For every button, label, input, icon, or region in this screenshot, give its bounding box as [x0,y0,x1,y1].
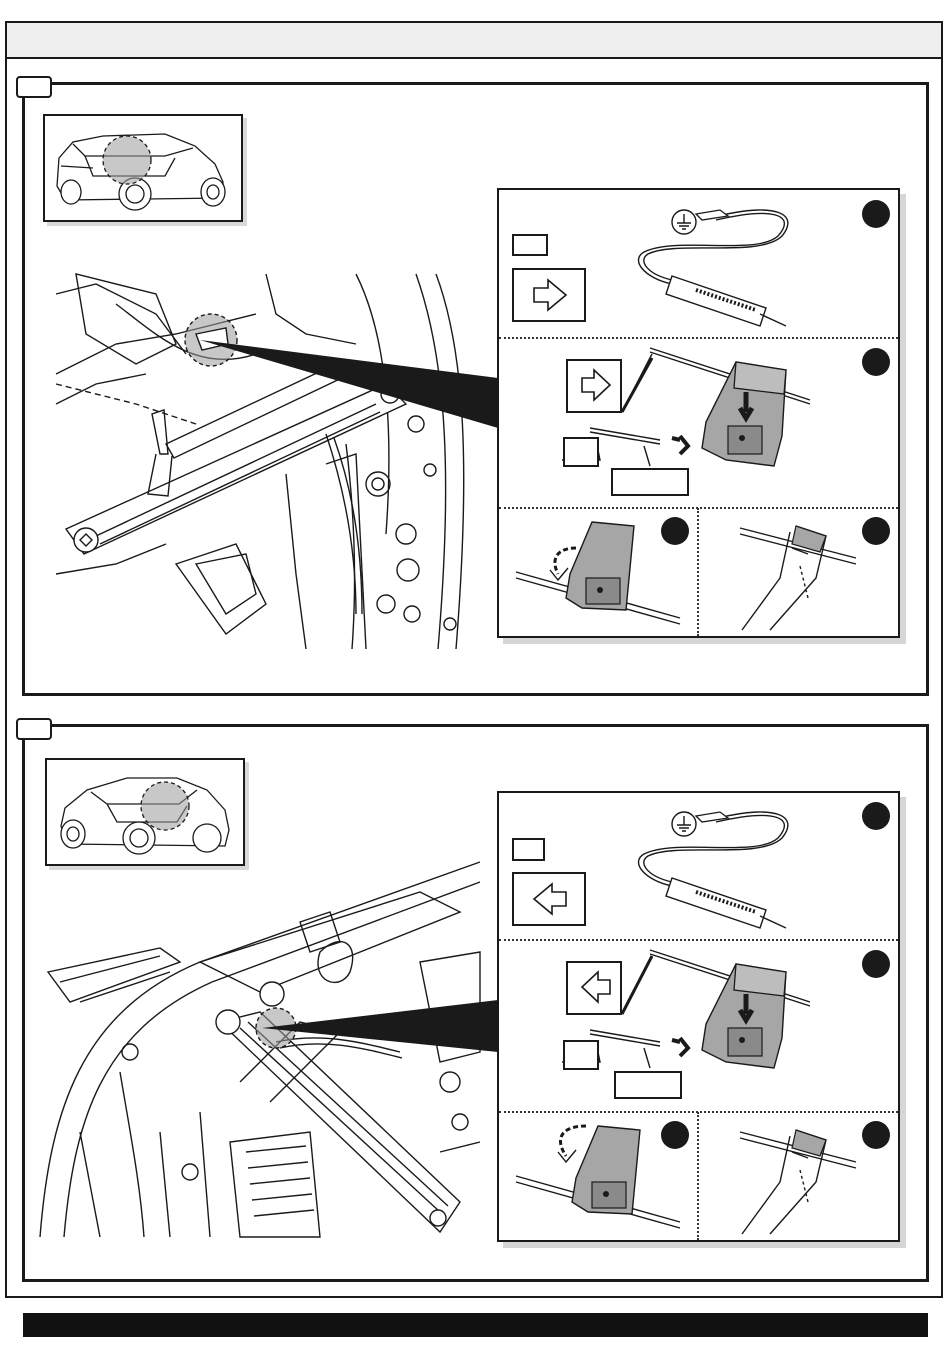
section-lower-car-thumbnail [45,758,245,866]
section-upper-divider-3 [697,508,699,636]
section-upper-callout-pointer [200,330,500,430]
scotch-lock-connector-icon-lower [702,964,786,1068]
section-upper-step3-drawing [510,518,690,634]
step-marker-5 [862,802,890,830]
arrow-left-icon [530,882,570,916]
wire-description-box-lower-step2 [614,1071,682,1099]
pliers-icon [730,518,860,634]
section-upper-step-tab [16,76,52,98]
circuit-tester-icon [636,196,796,332]
car-rear-left-icon [47,760,243,864]
section-lower-callout-pointer [262,996,502,1056]
step-marker-4 [862,517,890,545]
section-lower-step-tab [16,718,52,740]
page-header-bar [7,23,941,59]
section-lower-step3-drawing [510,1122,690,1238]
page-footer-bar [23,1313,928,1337]
wire-color-label-box-lower [512,838,545,861]
section-lower-divider-1 [499,939,898,941]
car-rear-right-icon [45,116,241,220]
circuit-tester-icon-lower [636,798,796,934]
wire-color-label-box [512,234,548,256]
wire-label-box-lower-step2 [563,1040,599,1070]
pliers-icon-lower [730,1122,860,1238]
step-marker-6 [862,950,890,978]
wire-label-box-step2 [563,437,599,467]
section-lower-step2-drawing [560,942,810,1102]
step-marker-8 [862,1121,890,1149]
arrow-right-icon [530,278,570,312]
wire-description-box-step2 [611,468,689,496]
ground-symbol-icon [672,210,696,234]
scotch-lock-connector-icon [702,362,786,466]
step-marker-2 [862,348,890,376]
section-upper-divider-1 [499,337,898,339]
section-lower-divider-3 [697,1112,699,1240]
ground-symbol-icon-lower [672,812,696,836]
step-marker-1 [862,200,890,228]
section-upper-car-thumbnail [43,114,243,222]
